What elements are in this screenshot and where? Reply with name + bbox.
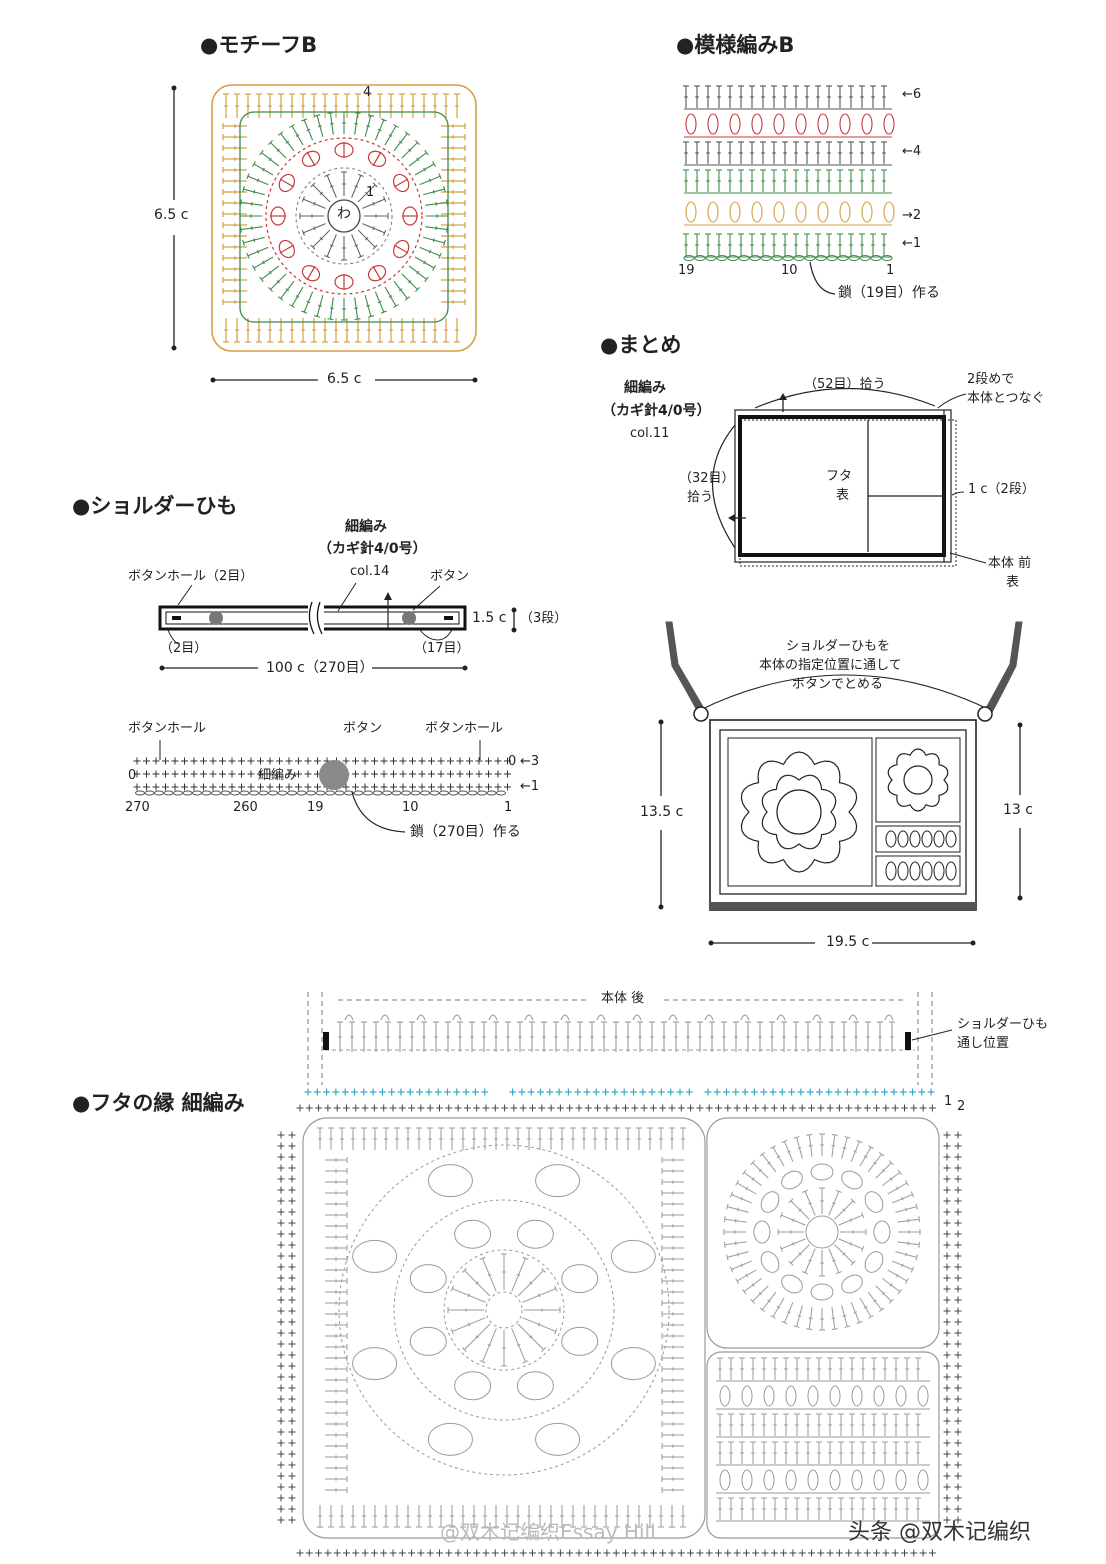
- assembly-pick-32: （32目）: [679, 471, 735, 486]
- pattern-count-19: 19: [678, 263, 695, 278]
- assembly-title: ●まとめ: [600, 333, 682, 357]
- strap-title: ●ショルダーひも: [72, 494, 238, 518]
- strap-chart-row-3: ←3: [520, 754, 540, 769]
- pattern-count-10: 10: [781, 263, 798, 278]
- bag-height-left: 13.5 c: [640, 804, 684, 820]
- strap-chart-count-270: 270: [125, 800, 150, 815]
- bag-height-right: 13 c: [1003, 802, 1033, 818]
- motif-round-1: 1: [366, 185, 375, 200]
- watermark-right: 头条 @双木记编织: [848, 1520, 1031, 1545]
- motif-round-4: 4: [363, 85, 372, 100]
- strap-chart-chain-note: 鎖（270目）作る: [410, 824, 521, 840]
- strap-chart-buttonhole-left: ボタンホール: [128, 721, 207, 736]
- strap-chart-zero-top: 0: [128, 768, 137, 783]
- bag-note-line3: ボタンでとめる: [792, 677, 884, 692]
- watermark-left: @双木记编织Essay Hill: [440, 1520, 656, 1544]
- assembly-join-2: 本体とつなぐ: [967, 391, 1045, 406]
- strap-chart-zero-bottom: 0: [508, 754, 517, 769]
- motif-b-title: ●モチーフB: [200, 33, 318, 57]
- motif-width-label: 6.5 c: [327, 371, 362, 387]
- strap-rows-label: （3段）: [520, 611, 568, 626]
- bag-note-line2: 本体の指定位置に通して: [759, 658, 902, 673]
- assembly-pick-52: （52目）拾う: [804, 377, 886, 392]
- assembly-pick-32-b: 拾う: [687, 490, 714, 505]
- pattern-row-2: →2: [902, 208, 922, 223]
- assembly-sc-label: 細編み: [624, 380, 666, 396]
- flap-chart-round-2: 2: [957, 1099, 966, 1114]
- assembly-front-label: 本体 前: [988, 556, 1032, 571]
- pattern-row-6: ←6: [902, 87, 922, 102]
- assembly-col-label: col.11: [630, 426, 670, 441]
- assembly-hook-label: （カギ針4/0号）: [602, 403, 711, 419]
- strap-width-label: 1.5 c: [472, 610, 507, 626]
- strap-chart-button: ボタン: [343, 721, 383, 736]
- motif-ring-label: わ: [337, 206, 351, 222]
- pattern-chain-note: 鎖（19目）作る: [838, 285, 940, 301]
- motif-height-label: 6.5 c: [154, 207, 189, 223]
- assembly-join-1: 2段めで: [967, 372, 1015, 387]
- pattern-b-title: ●模様編みB: [676, 33, 795, 57]
- strap-length-label: 100 c（270目）: [266, 660, 374, 676]
- pattern-row-4: ←4: [902, 144, 922, 159]
- bag-note-line1: ショルダーひもを: [786, 639, 891, 654]
- flap-chart-round-1: 1: [944, 1094, 953, 1109]
- assembly-flap-face: 表: [836, 488, 850, 503]
- assembly-front-face: 表: [1006, 575, 1020, 590]
- bag-width: 19.5 c: [826, 934, 870, 950]
- strap-chart-count-10: 10: [402, 800, 419, 815]
- strap-col-label: col.14: [350, 564, 390, 579]
- strap-chart-sc-label: 細編み: [258, 768, 298, 783]
- assembly-flap-label: フタ: [826, 469, 853, 484]
- strap-hook-label: （カギ針4/0号）: [318, 541, 427, 557]
- assembly-band-label: 1 c（2段）: [968, 482, 1035, 497]
- flap-edge-title: ●フタの縁 細編み: [72, 1091, 245, 1115]
- strap-chart-count-1: 1: [504, 800, 513, 815]
- flap-chart-back-label: 本体 後: [601, 991, 645, 1006]
- strap-sc-label: 細編み: [345, 519, 387, 535]
- strap-chart-row-1: ←1: [520, 779, 540, 794]
- pattern-row-1: ←1: [902, 236, 922, 251]
- flap-chart-pass-label-2: 通し位置: [957, 1036, 1010, 1051]
- flap-chart-pass-label-1: ショルダーひも: [957, 1017, 1049, 1032]
- strap-seventeen-stitch: （17目）: [414, 641, 470, 656]
- strap-two-stitch: （2目）: [160, 641, 208, 656]
- strap-chart-count-260: 260: [233, 800, 258, 815]
- strap-button-label: ボタン: [430, 569, 470, 584]
- strap-buttonhole-label: ボタンホール（2目）: [128, 569, 254, 584]
- strap-chart-count-19: 19: [307, 800, 324, 815]
- strap-chart-buttonhole-right: ボタンホール: [425, 721, 504, 736]
- pattern-count-1: 1: [886, 263, 895, 278]
